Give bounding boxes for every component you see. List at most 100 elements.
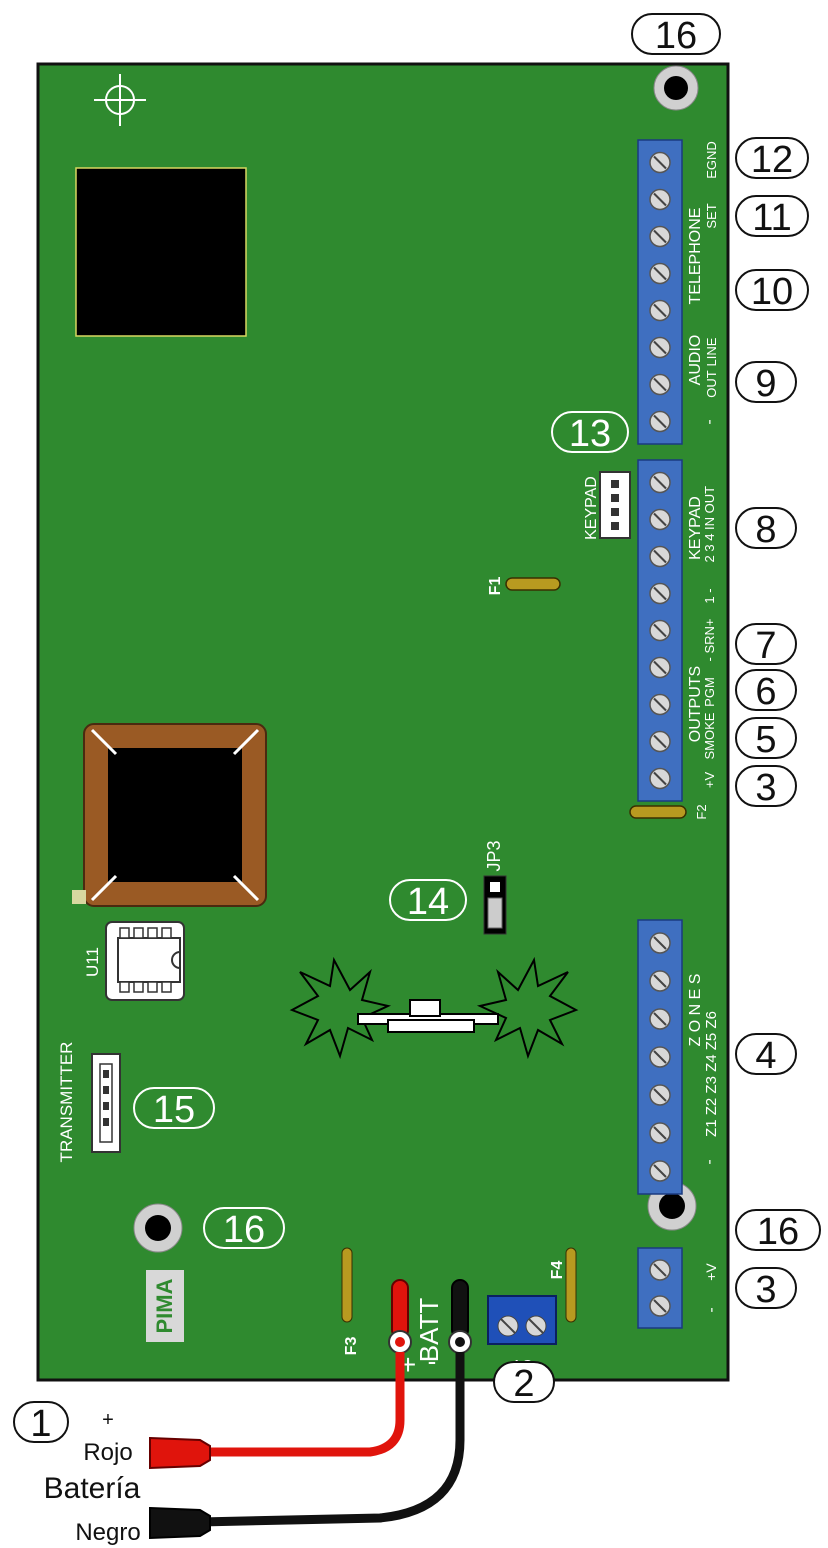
keypad-connector	[599, 471, 631, 539]
svg-text:7: 7	[755, 625, 776, 667]
zone-list-label: Z1 Z2 Z3 Z4 Z5 Z6	[703, 1011, 720, 1137]
callout-5: 5	[735, 717, 797, 761]
egnd-label: EGND	[704, 141, 719, 179]
fuse-f4	[565, 1247, 577, 1323]
terminal-block-telephone-audio	[637, 139, 683, 445]
transformer	[72, 723, 267, 907]
fuse-f1	[505, 577, 561, 591]
svg-text:1: 1	[30, 1403, 51, 1445]
k1-label: 1 -	[702, 588, 717, 603]
terminal-screw-slot	[653, 974, 667, 988]
terminal-screw-slot	[653, 771, 667, 786]
pima-logo-plate	[146, 1270, 184, 1342]
svg-text:5: 5	[755, 719, 776, 761]
batt-label: BATT	[414, 1298, 444, 1363]
svg-text:12: 12	[751, 139, 793, 181]
out-label: OUT	[704, 370, 719, 398]
callout-16-left: 16	[203, 1207, 285, 1251]
set-label: SET	[704, 203, 719, 228]
terminal-screw-slot	[653, 586, 667, 601]
k234-label: 2 3 4	[702, 534, 717, 563]
svg-text:3: 3	[755, 767, 776, 809]
minus-zone-label: -	[701, 1159, 718, 1164]
outputs-label: OUTPUTS	[687, 666, 704, 742]
terminal-screw-slot	[653, 1263, 667, 1277]
terminal-block-keypad-outputs	[637, 459, 683, 802]
terminal-screw-slot	[653, 1126, 667, 1140]
u11-label: U11	[83, 947, 102, 977]
ac-connector	[487, 1295, 557, 1345]
terminal-screw-slot	[653, 340, 667, 355]
battery-red-post	[388, 1279, 412, 1354]
transmitter-connector	[91, 1053, 121, 1153]
transmitter-label: TRANSMITTER	[57, 1042, 76, 1163]
fuse-f3	[341, 1247, 353, 1323]
smoke-label: SMOKE	[702, 712, 717, 759]
svg-text:16: 16	[655, 15, 697, 57]
fuse-f1-label: F1	[487, 577, 504, 596]
terminal-screw-slot	[653, 377, 667, 392]
keypad-terminal-label: KEYPAD	[687, 496, 704, 560]
callout-16-top: 16	[631, 13, 721, 57]
negro-text: Negro	[75, 1519, 140, 1546]
callout-15: 15	[133, 1087, 215, 1131]
voltage-regulator-heatsink	[289, 956, 579, 1060]
terminal-screw-slot	[653, 734, 667, 749]
svg-text:14: 14	[407, 881, 449, 923]
svg-text:15: 15	[153, 1089, 195, 1131]
svg-text:16: 16	[223, 1209, 265, 1251]
svg-text:3: 3	[755, 1269, 776, 1311]
plusv-output-label: +V	[702, 772, 717, 789]
mounting-hole-bottom-left	[133, 1203, 183, 1253]
srn-label: - SRN+	[702, 619, 717, 662]
black-battery-wire	[199, 1352, 465, 1527]
callout-7: 7	[735, 623, 797, 667]
callout-14: 14	[389, 879, 467, 923]
batt-minus-label: -	[428, 1346, 437, 1376]
fuse-f2	[629, 805, 687, 819]
terminal-screw-slot	[653, 155, 667, 170]
plusv-bottom-label: +V	[703, 1263, 719, 1281]
callout-1: 1	[13, 1401, 69, 1445]
terminal-screw-slot	[653, 697, 667, 712]
minus-bottom-label: -	[703, 1307, 720, 1312]
callout-13: 13	[551, 411, 629, 455]
pima-logo: PIMA	[152, 1278, 177, 1333]
minus-top-label: -	[701, 419, 718, 424]
battery-black-post	[448, 1279, 472, 1354]
u11-chip	[105, 921, 185, 1001]
terminal-screw-slot	[653, 512, 667, 527]
terminal-screw-slot	[653, 1088, 667, 1102]
terminal-screw-slot	[653, 414, 667, 429]
keypad-connector-label: KEYPAD	[583, 476, 600, 540]
fuse-f3-label: F3	[343, 1337, 360, 1356]
terminal-screw-slot	[653, 549, 667, 564]
bateria-text: Batería	[44, 1472, 141, 1505]
terminal-screw-slot	[653, 1050, 667, 1064]
terminal-screw-slot	[653, 229, 667, 244]
callout-3-lower: 3	[735, 1267, 797, 1311]
red-wire-terminal	[149, 1436, 211, 1470]
callout-6: 6	[735, 669, 797, 713]
crosshair-mark	[94, 74, 146, 126]
callout-2: 2	[493, 1361, 555, 1405]
line-label: LINE	[704, 337, 719, 366]
callout-16-right: 16	[735, 1209, 821, 1253]
jp3-jumper	[483, 875, 507, 935]
svg-text:9: 9	[755, 363, 776, 405]
callout-12: 12	[735, 137, 809, 181]
terminal-screw-slot	[653, 1012, 667, 1026]
svg-text:8: 8	[755, 509, 776, 551]
jp3-label: JP3	[484, 840, 504, 871]
terminal-block-zones-body	[637, 919, 683, 1195]
callout-3-upper: 3	[735, 765, 797, 809]
terminal-screw-slot	[653, 266, 667, 281]
terminal-screw-slot	[653, 660, 667, 675]
callout-11: 11	[735, 195, 809, 239]
terminal-screw-slot	[653, 936, 667, 950]
terminal-screw-slot	[653, 475, 667, 490]
zones-label: Z O N E S	[687, 974, 704, 1047]
pgm-label: PGM	[702, 677, 717, 707]
terminal-block-zones	[637, 919, 683, 1195]
